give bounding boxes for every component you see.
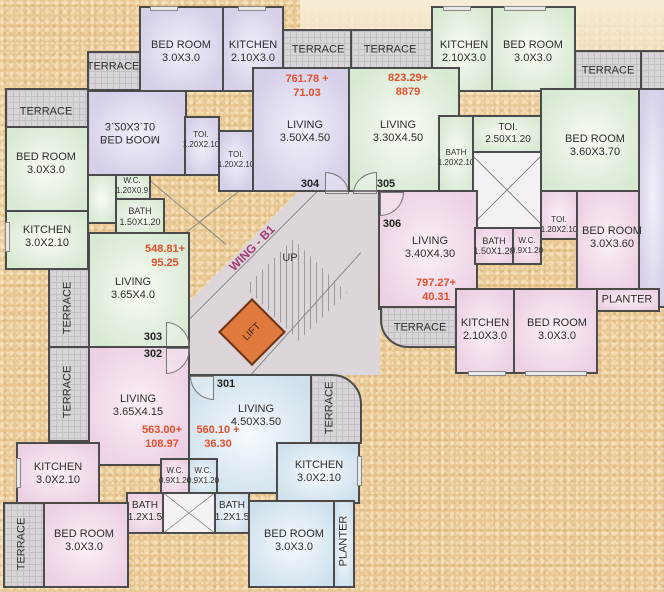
terrace-label: TERRACE — [61, 281, 74, 335]
terrace-label: TERRACE — [393, 321, 447, 334]
terrace-label: TERRACE — [363, 43, 417, 56]
adjacent-unit-room — [638, 88, 664, 308]
unit-306-bath — [474, 227, 514, 265]
room-label: W.C.1.20X0.9 — [115, 176, 149, 195]
terrace-label: TERRACE — [15, 517, 28, 571]
unit-305-terrace-3 — [640, 50, 664, 90]
unit-305-number: 305 — [376, 178, 396, 190]
window — [504, 6, 546, 11]
unit-304-toilet-2 — [218, 130, 254, 192]
window — [5, 222, 10, 252]
unit-305-duct — [472, 151, 542, 229]
window — [16, 458, 21, 488]
shared-duct — [162, 492, 216, 534]
lift-label: LIFT — [240, 320, 264, 344]
room-label: TOI.2.50X1.20 — [485, 122, 531, 145]
unit-306-area: 797.27+40.31 — [415, 277, 457, 303]
unit-306-number: 306 — [382, 218, 402, 230]
unit-301-wc — [188, 458, 218, 494]
unit-306-wc — [512, 227, 542, 265]
unit-302-kitchen — [16, 442, 100, 506]
unit-303-bedroom — [5, 126, 89, 212]
unit-303-wc — [115, 174, 151, 200]
terrace-label: TERRACE — [291, 43, 345, 56]
unit-306-bedroom-1 — [576, 190, 640, 290]
room-label: TOI.1.20X2.10 — [217, 150, 255, 169]
unit-306-terrace — [380, 306, 460, 348]
room-label: TOI.1.20X2.10 — [540, 215, 578, 234]
planter-label: PLANTER — [601, 293, 653, 306]
unit-304-number: 304 — [300, 178, 320, 190]
window — [443, 6, 471, 11]
window — [468, 371, 506, 376]
unit-301-bedroom — [248, 500, 338, 588]
unit-305-area: 823.29+8879 — [387, 72, 429, 98]
room-label: W.C.0.9X1.20 — [158, 466, 192, 485]
planter-label: PLANTER — [337, 515, 350, 567]
unit-306-toilet — [540, 190, 578, 240]
terrace-label: TERRACE — [323, 381, 336, 435]
unit-302-bedroom — [43, 502, 129, 588]
terrace-label: TERRACE — [581, 64, 635, 77]
unit-305-bedroom-1 — [491, 6, 576, 92]
unit-302-number: 302 — [143, 348, 163, 360]
terrace-label: TERRACE — [86, 60, 140, 73]
unit-302-terrace-1 — [48, 346, 90, 442]
room-label: W.C.0.9X1.20 — [186, 466, 220, 485]
window — [238, 6, 266, 11]
stair-up-label: UP — [282, 252, 298, 264]
unit-302-terrace-2 — [3, 502, 45, 588]
unit-303-area: 548.81+95.25 — [144, 243, 186, 269]
unit-302-area: 563.00+108.97 — [141, 424, 183, 450]
terrace-label: TERRACE — [61, 365, 74, 419]
unit-304-area: 761.78 +71.03 — [285, 73, 329, 99]
unit-301-area: 560.10 +36.30 — [196, 424, 240, 450]
window — [150, 6, 178, 11]
unit-301-planter — [333, 500, 355, 588]
unit-301-terrace — [310, 374, 362, 444]
room-label: TOI.1.20X2.10 — [182, 130, 220, 149]
unit-303-terrace-1 — [5, 88, 89, 128]
unit-303-hall — [87, 174, 117, 224]
window — [525, 371, 587, 376]
unit-303-number: 303 — [143, 331, 163, 343]
unit-305-toilet — [472, 115, 542, 153]
window — [357, 456, 362, 486]
unit-301-number: 301 — [216, 378, 236, 390]
room-label: W.C.0.9X1.20 — [510, 236, 544, 255]
terrace-label: TERRACE — [19, 105, 73, 118]
unit-303-kitchen — [5, 210, 89, 270]
